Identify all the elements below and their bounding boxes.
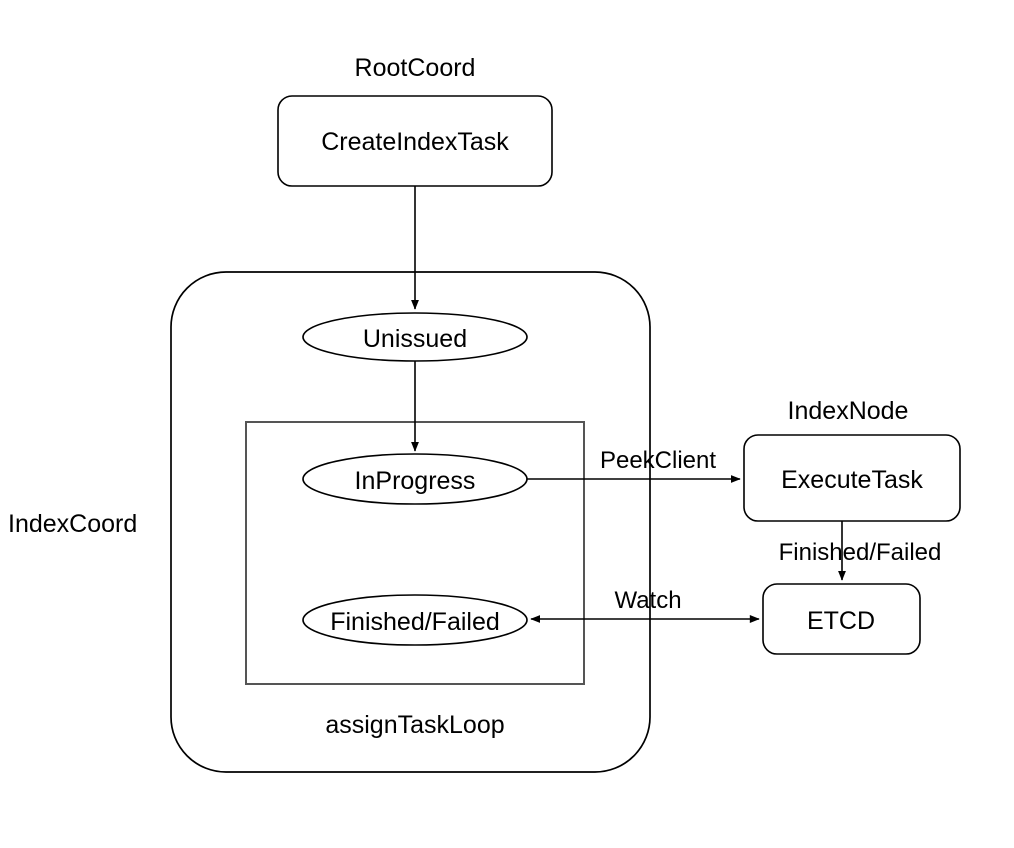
node-execute-task[interactable]: ExecuteTask	[743, 434, 961, 522]
node-inprogress-shape[interactable]	[302, 453, 528, 505]
node-etcd-shape[interactable]	[762, 583, 921, 655]
node-unissued[interactable]: Unissued	[302, 312, 528, 362]
edge-label-peekclient: PeekClient	[600, 447, 716, 474]
group-label-indexcoord: IndexCoord	[8, 510, 137, 538]
node-label-etcd: ETCD	[807, 607, 875, 635]
group-label-assigntaskloop: assignTaskLoop	[325, 711, 504, 739]
edge-label-finished-failed: Finished/Failed	[779, 539, 942, 566]
edge-label-watch: Watch	[614, 587, 681, 614]
node-label-unissued: Unissued	[363, 325, 467, 353]
node-label-create-index-task: CreateIndexTask	[321, 128, 509, 156]
node-label-execute-task: ExecuteTask	[781, 466, 923, 494]
group-label-rootcoord: RootCoord	[355, 54, 476, 82]
node-finished-failed-shape[interactable]	[302, 594, 528, 646]
node-label-finished-failed: Finished/Failed	[330, 608, 500, 636]
node-etcd[interactable]: ETCD	[762, 583, 921, 655]
node-create-index-task[interactable]: CreateIndexTask	[277, 95, 553, 187]
node-execute-task-shape[interactable]	[743, 434, 961, 522]
node-finished-failed[interactable]: Finished/Failed	[302, 594, 528, 646]
group-indexcoord-boundary	[170, 271, 651, 773]
node-create-index-task-shape[interactable]	[277, 95, 553, 187]
node-inprogress[interactable]: InProgress	[302, 453, 528, 505]
node-unissued-shape[interactable]	[302, 312, 528, 362]
node-label-inprogress: InProgress	[355, 467, 476, 495]
group-label-indexnode: IndexNode	[788, 397, 909, 425]
